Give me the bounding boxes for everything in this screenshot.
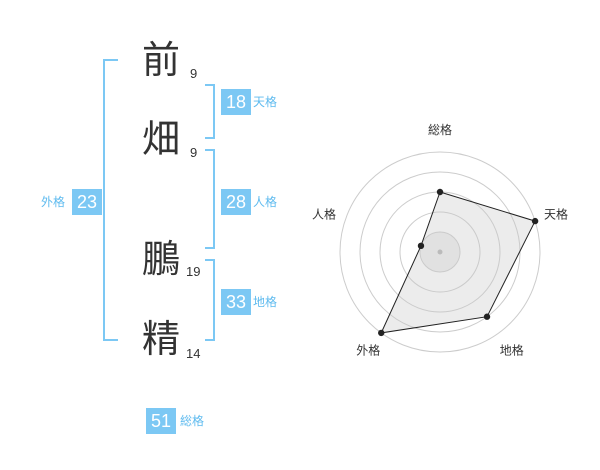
name-char-1: 前: [142, 38, 181, 82]
radar-axis-label-1: 総格: [428, 122, 452, 137]
gaikaku-bracket: [103, 59, 118, 341]
chikaku-bracket: [205, 259, 215, 341]
jinkaku-bracket: [205, 149, 215, 249]
radar-axis-label-4: 外格: [356, 343, 380, 358]
radar-center: [437, 249, 443, 255]
radar-point-1: [436, 188, 444, 196]
tenkaku-bracket: [205, 84, 215, 139]
tenkaku-value-badge: 18: [221, 89, 251, 115]
stroke-count-4: 14: [186, 346, 201, 361]
radar-point-3: [483, 313, 491, 320]
radar-data-area: [380, 191, 536, 334]
name-char-2: 畑: [142, 117, 181, 161]
radar-axis-label-2: 天格: [544, 206, 568, 221]
gaikaku-label: 外格: [41, 195, 66, 209]
jinkaku-value-badge: 28: [221, 189, 251, 215]
radar-axis-label-3: 地格: [500, 343, 524, 358]
gaikaku-value-badge: 23: [72, 189, 102, 215]
name-char-3: 鵬: [142, 237, 181, 281]
radar-point-5: [417, 242, 425, 250]
radar-point-2: [531, 217, 539, 225]
stroke-count-3: 19: [186, 264, 201, 279]
stroke-count-1: 9: [190, 66, 198, 81]
jinkaku-label: 人格: [253, 195, 278, 209]
soukaku-value-badge: 51: [146, 408, 176, 434]
chikaku-value-badge: 33: [221, 289, 251, 315]
soukaku-label: 総格: [180, 414, 205, 428]
radar-point-4: [378, 329, 385, 337]
stroke-count-2: 9: [190, 145, 198, 160]
name-char-4: 精: [142, 317, 181, 361]
tenkaku-label: 天格: [253, 95, 278, 109]
chikaku-label: 地格: [253, 295, 278, 309]
radar-axis-label-5: 人格: [312, 206, 336, 221]
